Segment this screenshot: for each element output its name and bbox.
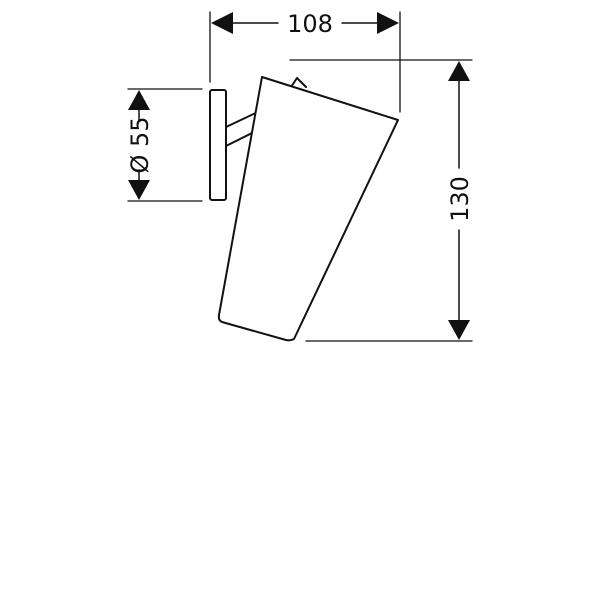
diameter-arrow-bottom — [128, 180, 150, 200]
height-arrow-bottom — [448, 320, 470, 340]
width-arrow-right — [377, 12, 399, 34]
diameter-arrow-top — [128, 90, 150, 110]
height-arrow-top — [448, 61, 470, 81]
tumbler-cup — [217, 76, 399, 342]
wall-plate — [209, 89, 227, 201]
drawing-lines — [127, 11, 473, 342]
height-dimension-label: 130 — [446, 176, 474, 222]
arrowheads — [128, 12, 470, 340]
width-arrow-left — [211, 12, 233, 34]
width-dimension-label: 108 — [287, 10, 333, 38]
diameter-dimension-label: Ø 55 — [126, 116, 154, 173]
